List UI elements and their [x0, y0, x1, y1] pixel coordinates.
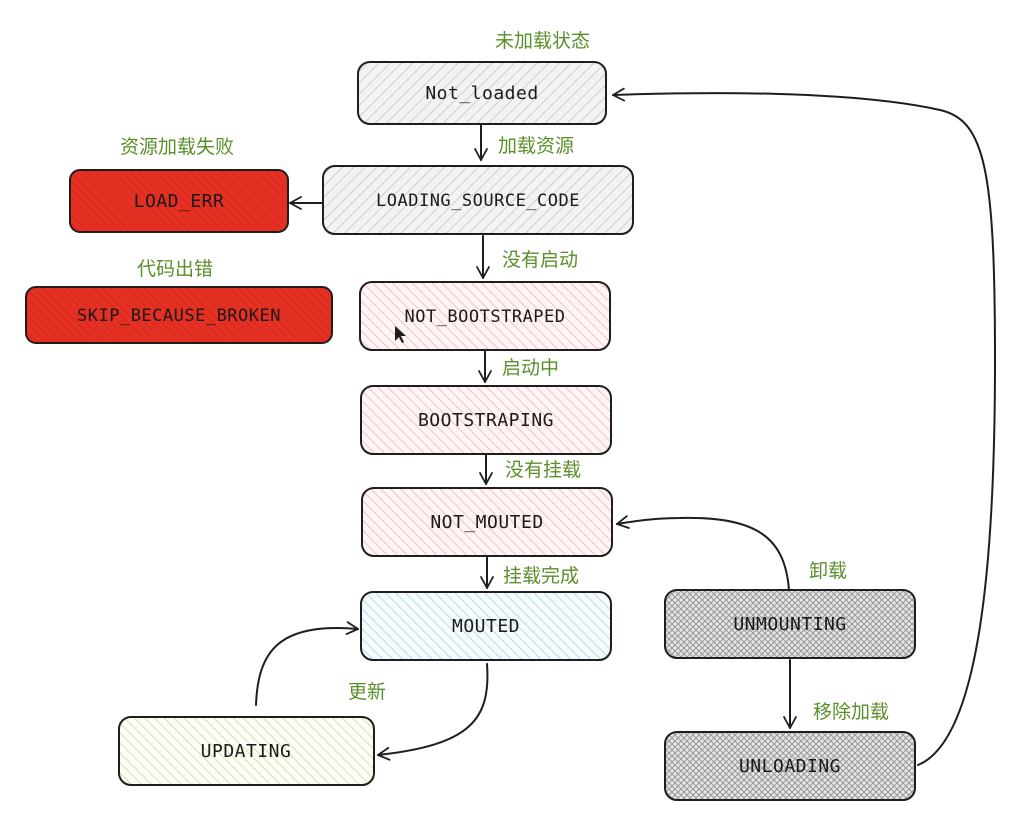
node-not-bootstraped-label: NOT_BOOTSTRAPED	[404, 307, 565, 327]
cursor-icon	[395, 326, 406, 343]
node-unloading: UNLOADING	[664, 731, 916, 801]
edge-mouted-to-updating	[377, 663, 489, 761]
node-bootstraping: BOOTSTRAPING	[360, 385, 612, 455]
label-load-failed: 资源加载失败	[120, 136, 234, 158]
node-mouted: MOUTED	[360, 591, 612, 661]
edge-updating-to-mouted	[255, 621, 359, 706]
edge-labels: 未加载状态 加载资源 资源加载失败 代码出错 没有启动 启动中 没有挂载 挂载完…	[120, 30, 889, 723]
node-bootstraping-label: BOOTSTRAPING	[418, 410, 554, 431]
edges	[255, 87, 997, 766]
node-unmounting-label: UNMOUNTING	[733, 614, 846, 635]
node-not-loaded: Not_loaded	[357, 61, 607, 125]
node-updating-label: UPDATING	[201, 741, 292, 762]
label-starting: 启动中	[502, 357, 559, 379]
node-loading-source-code-label: LOADING_SOURCE_CODE	[376, 191, 580, 211]
edge-unloading-to-notloaded	[612, 87, 997, 766]
label-code-error: 代码出错	[137, 258, 213, 280]
label-not-loaded-state: 未加载状态	[495, 30, 590, 52]
node-not-loaded-label: Not_loaded	[425, 83, 538, 104]
node-skip-because-broken-label: SKIP_BECAUSE_BROKEN	[77, 306, 281, 326]
node-unmounting: UNMOUNTING	[664, 589, 916, 659]
node-not-mouted-label: NOT_MOUTED	[430, 512, 543, 533]
label-load-source: 加载资源	[498, 135, 574, 157]
node-load-err-label: LOAD_ERR	[134, 191, 225, 212]
label-unmount: 卸载	[809, 560, 847, 582]
node-mouted-label: MOUTED	[452, 616, 520, 637]
node-loading-source-code: LOADING_SOURCE_CODE	[322, 165, 634, 235]
label-not-started: 没有启动	[502, 249, 578, 271]
label-mount-complete: 挂载完成	[503, 565, 579, 587]
label-not-mounted: 没有挂载	[505, 459, 581, 481]
label-update: 更新	[348, 681, 386, 703]
node-not-bootstraped: NOT_BOOTSTRAPED	[359, 281, 611, 351]
label-remove-load: 移除加载	[813, 701, 889, 723]
node-updating: UPDATING	[118, 716, 375, 786]
node-unloading-label: UNLOADING	[739, 756, 841, 777]
edge-unmounting-to-notmouted	[616, 515, 790, 591]
node-not-mouted: NOT_MOUTED	[361, 487, 613, 557]
node-skip-because-broken: SKIP_BECAUSE_BROKEN	[25, 286, 333, 344]
node-load-err: LOAD_ERR	[69, 169, 289, 233]
